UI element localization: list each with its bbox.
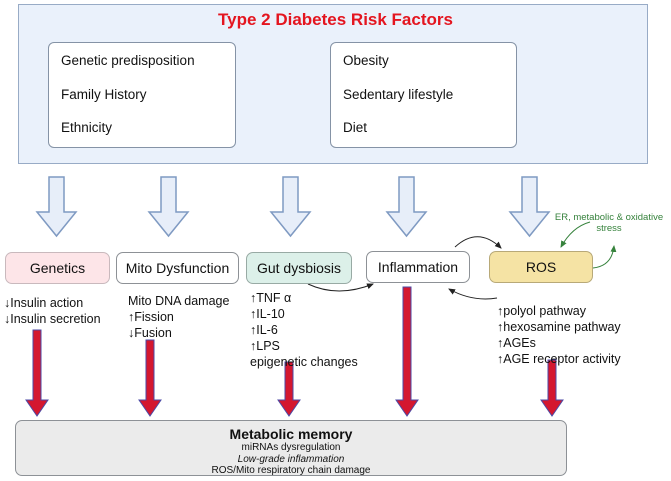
down-arrow-genetics xyxy=(35,176,78,238)
down-arrow-gut xyxy=(269,176,312,238)
down-arrows xyxy=(35,176,551,238)
red-arrow-genetics xyxy=(25,329,49,417)
diagram-title: Type 2 Diabetes Risk Factors xyxy=(218,10,453,29)
note-hexosamine-pathway: ↑hexosamine pathway xyxy=(497,320,621,334)
note-insulin-secretion: ↓Insulin secretion xyxy=(4,312,101,326)
note-tnf-alpha: ↑TNF α xyxy=(250,291,292,305)
non-modifiable-risk-factors-box: Genetic predisposition Family History Et… xyxy=(48,42,236,148)
note-epigenetic-changes: epigenetic changes xyxy=(250,355,358,369)
red-arrow-inflammation xyxy=(395,286,419,417)
risk-factor-family-history: Family History xyxy=(61,87,147,102)
genetics-effects: ↓Insulin action ↓Insulin secretion xyxy=(4,295,101,327)
mechanism-mito-dysfunction-box: Mito Dysfunction xyxy=(116,252,239,284)
memory-low-grade-inflammation: Low-grade inflammation xyxy=(237,453,345,465)
metabolic-memory-box: Metabolic memory miRNAs dysregulation Lo… xyxy=(15,420,567,476)
note-il-6: ↑IL-6 xyxy=(250,323,278,337)
red-arrows xyxy=(25,286,564,417)
note-age-receptor-activity: ↑AGE receptor activity xyxy=(497,352,621,366)
note-lps: ↑LPS xyxy=(250,339,280,353)
note-mito-dna-damage: Mito DNA damage xyxy=(128,294,230,308)
mito-effects: Mito DNA damage ↑Fission ↓Fusion xyxy=(128,293,229,341)
red-arrow-mito xyxy=(138,339,162,417)
down-arrow-mito xyxy=(147,176,190,238)
memory-ros-mito-damage: ROS/Mito respiratory chain damage xyxy=(211,465,371,476)
red-arrow-ros xyxy=(540,359,564,417)
er-stress-label: ER, metabolic & oxidative stress xyxy=(554,212,664,234)
mechanism-inflammation-box: Inflammation xyxy=(366,251,470,283)
mechanism-ros-box: ROS xyxy=(489,251,593,283)
red-arrow-gut xyxy=(277,361,301,417)
note-ages: ↑AGEs xyxy=(497,336,536,350)
risk-factor-sedentary-lifestyle: Sedentary lifestyle xyxy=(343,87,454,102)
arrow-ros-to-inflammation xyxy=(448,288,498,300)
gut-dysbiosis-effects: ↑TNF α ↑IL-10 ↑IL-6 ↑LPS epigenetic chan… xyxy=(250,290,358,370)
memory-mirnas-dysregulation: miRNAs dysregulation xyxy=(241,442,341,453)
risk-factor-obesity: Obesity xyxy=(343,53,389,68)
down-arrow-inflammation xyxy=(385,176,428,238)
risk-factor-ethnicity: Ethnicity xyxy=(61,120,113,135)
metabolic-memory-title: Metabolic memory xyxy=(229,426,353,442)
risk-factor-genetic-predisposition: Genetic predisposition xyxy=(61,53,195,68)
ros-effects: ↑polyol pathway ↑hexosamine pathway ↑AGE… xyxy=(497,303,621,367)
arrow-inflammation-to-ros xyxy=(454,236,502,249)
arrow-gut-to-inflammation xyxy=(307,283,374,292)
mechanism-genetics-box: Genetics xyxy=(5,252,110,284)
arrow-ros-to-er-stress xyxy=(592,245,617,269)
mechanism-gut-dysbiosis-box: Gut dysbiosis xyxy=(246,252,352,284)
note-fission: ↑Fission xyxy=(128,310,174,324)
modifiable-risk-factors-box: Obesity Sedentary lifestyle Diet xyxy=(330,42,517,148)
note-insulin-action: ↓Insulin action xyxy=(4,296,84,310)
down-arrow-ros xyxy=(508,176,551,238)
risk-factor-diet: Diet xyxy=(343,120,368,135)
note-polyol-pathway: ↑polyol pathway xyxy=(497,304,586,318)
note-fusion: ↓Fusion xyxy=(128,326,172,340)
arrow-er-stress-to-ros xyxy=(560,221,591,248)
note-il-10: ↑IL-10 xyxy=(250,307,285,321)
